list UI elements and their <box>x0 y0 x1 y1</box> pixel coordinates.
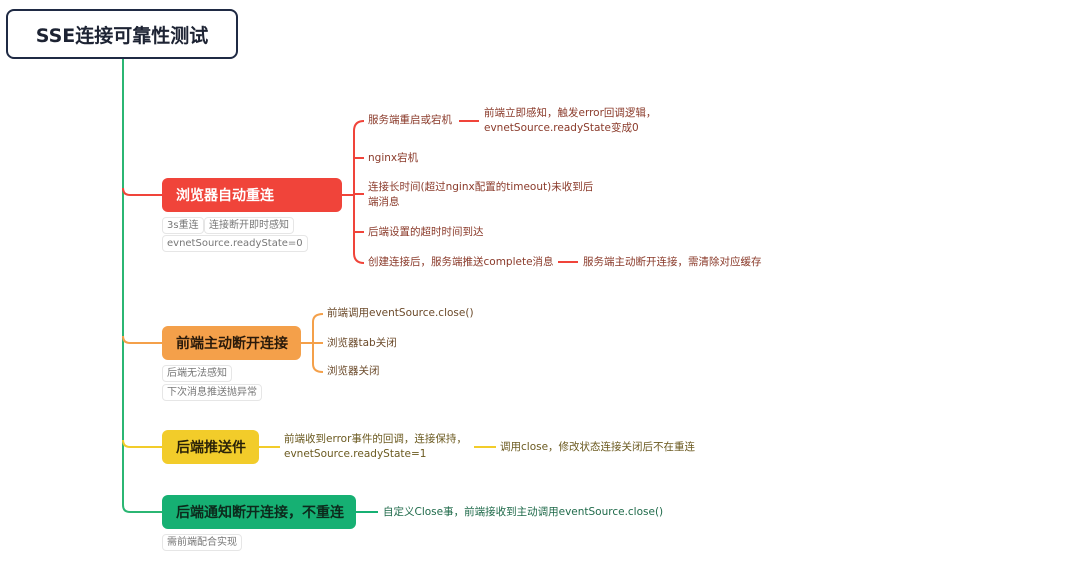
branch-browser-auto-reconnect[interactable]: 浏览器自动重连 <box>162 178 342 212</box>
leaf[interactable]: 前端立即感知，触发error回调逻辑， evnetSource.readySta… <box>484 106 656 136</box>
leaf-line: 端消息 <box>368 196 400 208</box>
leaf-label: 前端调用eventSource.close() <box>327 307 474 319</box>
leaf[interactable]: 调用close，修改状态连接关闭后不在重连 <box>500 440 695 455</box>
leaf-label: 服务端重启或宕机 <box>368 114 452 126</box>
tag: 后端无法感知 <box>162 365 232 382</box>
leaf-label: 自定义Close事，前端接收到主动调用eventSource.close() <box>383 506 664 518</box>
leaf[interactable]: 浏览器tab关闭 <box>327 336 397 351</box>
leaf-label: nginx宕机 <box>368 152 419 164</box>
leaf[interactable]: 浏览器关闭 <box>327 364 380 379</box>
branch-label: 后端通知断开连接，不重连 <box>176 505 344 521</box>
branch-label: 浏览器自动重连 <box>176 188 274 204</box>
leaf[interactable]: 前端调用eventSource.close() <box>327 306 474 321</box>
leaf[interactable]: nginx宕机 <box>368 151 418 166</box>
leaf-line: 连接长时间(超过nginx配置的timeout)未收到后 <box>368 181 594 193</box>
leaf-line: evnetSource.readyState=1 <box>284 448 427 460</box>
leaf[interactable]: 服务端主动断开连接，需清除对应缓存 <box>583 255 762 270</box>
leaf-label: 创建连接后，服务端推送complete消息 <box>368 256 554 268</box>
branch-backend-notify-disconnect[interactable]: 后端通知断开连接，不重连 <box>162 495 356 529</box>
leaf[interactable]: 后端设置的超时时间到达 <box>368 225 484 240</box>
leaf[interactable]: 前端收到error事件的回调，连接保持， evnetSource.readySt… <box>284 432 467 462</box>
leaf-label: 服务端主动断开连接，需清除对应缓存 <box>583 256 762 268</box>
branch-backend-push[interactable]: 后端推送件 <box>162 430 259 464</box>
leaf-line: 前端立即感知，触发error回调逻辑， <box>484 107 657 119</box>
leaf-label: 浏览器关闭 <box>327 365 380 377</box>
branch-label: 前端主动断开连接 <box>176 336 288 352</box>
leaf[interactable]: 连接长时间(超过nginx配置的timeout)未收到后 端消息 <box>368 180 593 210</box>
leaf-line: 前端收到error事件的回调，连接保持， <box>284 433 467 445</box>
tag: evnetSource.readyState=0 <box>162 235 308 252</box>
tag: 3s重连 <box>162 217 204 234</box>
root-node[interactable]: SSE连接可靠性测试 <box>6 9 238 59</box>
tag: 需前端配合实现 <box>162 534 242 551</box>
leaf-label: 后端设置的超时时间到达 <box>368 226 484 238</box>
leaf[interactable]: 自定义Close事，前端接收到主动调用eventSource.close() <box>383 505 663 520</box>
leaf-label: 调用close，修改状态连接关闭后不在重连 <box>500 441 696 453</box>
tag: 连接断开即时感知 <box>204 217 294 234</box>
branch-frontend-disconnect[interactable]: 前端主动断开连接 <box>162 326 301 360</box>
root-title: SSE连接可靠性测试 <box>35 24 209 47</box>
branch-label: 后端推送件 <box>176 440 246 456</box>
leaf-line: evnetSource.readyState变成0 <box>484 122 639 134</box>
leaf[interactable]: 服务端重启或宕机 <box>368 113 452 128</box>
tag: 下次消息推送抛异常 <box>162 384 262 401</box>
leaf[interactable]: 创建连接后，服务端推送complete消息 <box>368 255 554 270</box>
leaf-label: 浏览器tab关闭 <box>327 337 397 349</box>
